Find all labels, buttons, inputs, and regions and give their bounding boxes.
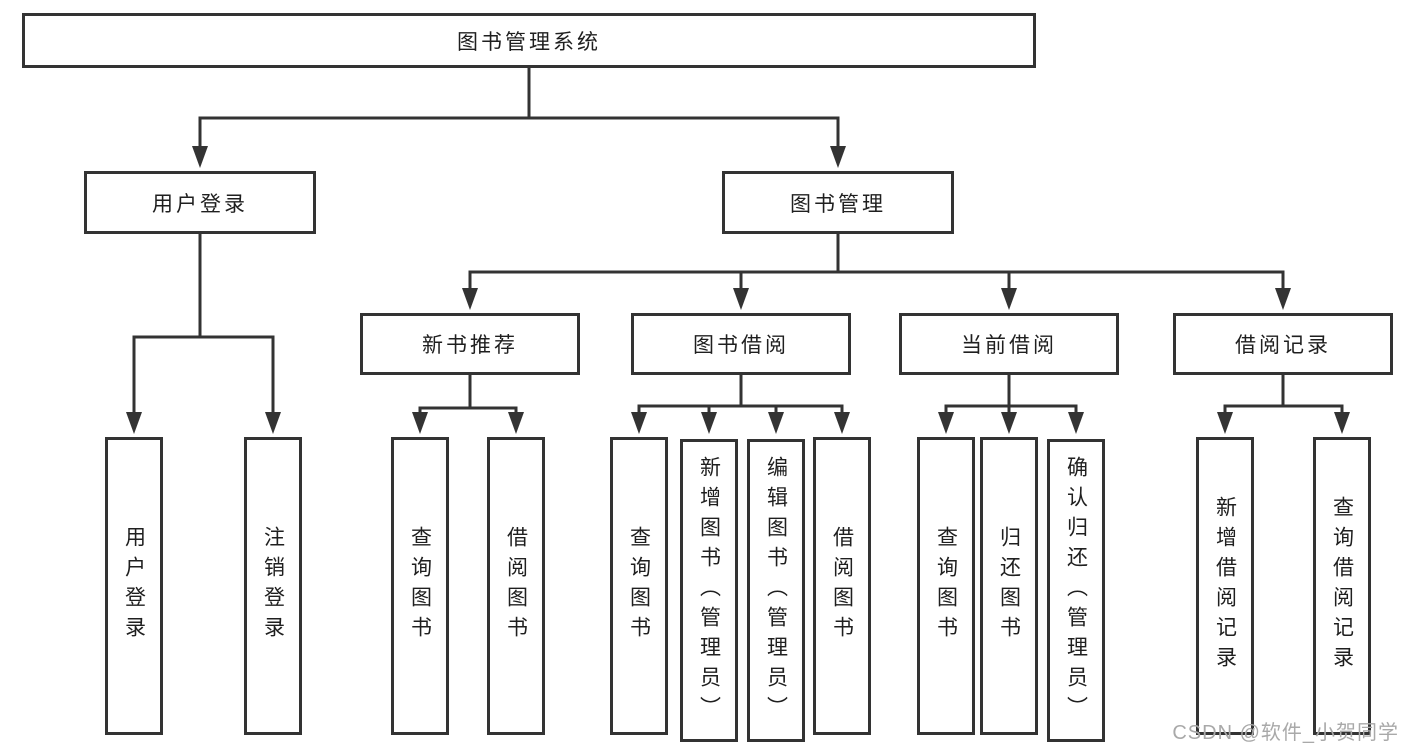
node-query-books-borrow: 查询图书 bbox=[610, 437, 668, 735]
connector-book-management bbox=[462, 234, 1291, 310]
node-add-borrow-record: 新增借阅记录 bbox=[1196, 437, 1254, 735]
node-edit-book-admin: 编辑图书（管理员） bbox=[747, 439, 805, 742]
connector-current-borrow bbox=[938, 375, 1084, 434]
node-library-management-system: 图书管理系统 bbox=[22, 13, 1036, 68]
node-user-login: 用户登录 bbox=[84, 171, 316, 234]
node-book-management: 图书管理 bbox=[722, 171, 954, 234]
node-user-login-leaf: 用户登录 bbox=[105, 437, 163, 735]
connector-user-login bbox=[126, 234, 281, 434]
connector-new-book-recommend bbox=[412, 375, 524, 434]
node-return-book: 归还图书 bbox=[980, 437, 1038, 735]
node-logout-leaf: 注销登录 bbox=[244, 437, 302, 735]
node-book-borrow: 图书借阅 bbox=[631, 313, 851, 375]
node-add-book-admin: 新增图书（管理员） bbox=[680, 439, 738, 742]
node-query-books-recommend: 查询图书 bbox=[391, 437, 449, 735]
connector-root bbox=[192, 68, 846, 168]
node-new-book-recommend: 新书推荐 bbox=[360, 313, 580, 375]
connector-book-borrow bbox=[631, 375, 850, 434]
node-borrow-books-leaf: 借阅图书 bbox=[813, 437, 871, 735]
node-query-borrow-record: 查询借阅记录 bbox=[1313, 437, 1371, 735]
node-confirm-return-admin: 确认归还（管理员） bbox=[1047, 439, 1105, 742]
node-query-books-current: 查询图书 bbox=[917, 437, 975, 735]
csdn-watermark: CSDN @软件_小贺同学 bbox=[1172, 722, 1399, 744]
connector-borrow-records bbox=[1217, 375, 1350, 434]
node-current-borrow: 当前借阅 bbox=[899, 313, 1119, 375]
node-borrow-records: 借阅记录 bbox=[1173, 313, 1393, 375]
node-borrow-books-recommend: 借阅图书 bbox=[487, 437, 545, 735]
